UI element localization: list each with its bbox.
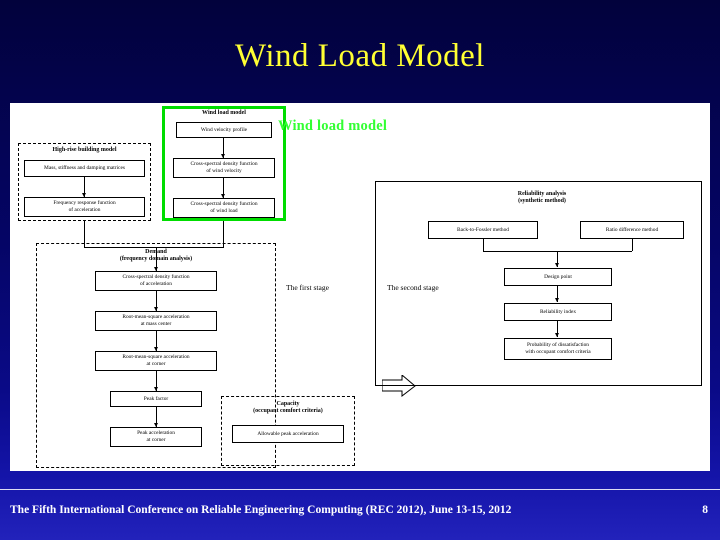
group-label-wind-load-model: Wind load model (202, 110, 246, 116)
box-peak-acceleration-corner: Peak acceleration at corner (110, 427, 202, 447)
figure-panel: Wind load model Wind velocity profile Cr… (10, 103, 710, 471)
box-cross-spectral-density-acceleration: Cross-spectral density function of accel… (95, 271, 217, 291)
group-high-rise-building-model (18, 143, 151, 221)
box-cross-spectral-density-wind-velocity: Cross-spectral density function of wind … (173, 158, 275, 178)
arrow-icon (555, 298, 559, 302)
arrow-icon (154, 267, 158, 271)
group-demand (36, 243, 276, 468)
box-ratio-difference-method: Ratio difference method (580, 221, 684, 239)
connector (483, 239, 484, 251)
box-frequency-response-acceleration: Frequency response function of accelerat… (24, 197, 145, 217)
stage-label-first: The first stage (286, 283, 329, 292)
footer-page-number: 8 (702, 504, 708, 516)
connector (156, 291, 157, 311)
connector (223, 221, 224, 247)
arrow-icon (154, 387, 158, 391)
group-label-high-rise-building-model: High-rise building model (52, 147, 117, 153)
arrow-icon (154, 347, 158, 351)
connector (223, 138, 224, 158)
connector (84, 247, 156, 248)
connector (557, 321, 558, 337)
box-rms-acceleration-mass-center: Root-mean-square acceleration at mass ce… (95, 311, 217, 331)
figure-callout-label: Wind load model (278, 118, 388, 134)
connector (84, 221, 85, 247)
arrow-icon (154, 423, 158, 427)
footer-conference-text: The Fifth International Conference on Re… (10, 504, 512, 516)
group-capacity (221, 396, 355, 466)
connector (156, 331, 157, 351)
arrow-icon (221, 194, 225, 198)
arrow-icon (82, 193, 86, 197)
connector (156, 371, 157, 391)
group-label-demand: Demand (frequency domain analysis) (119, 249, 193, 263)
group-wind-load-model (162, 106, 286, 221)
connector (223, 178, 224, 198)
arrow-icon (154, 307, 158, 311)
box-peak-factor: Peak factor (110, 391, 202, 407)
box-back-to-fossler-method: Back-to-Fossler method (428, 221, 538, 239)
connector (156, 407, 157, 427)
connector (557, 286, 558, 302)
connector (156, 247, 224, 248)
group-label-capacity: Capacity (occupant comfort criteria) (253, 401, 323, 415)
box-design-point: Design point (504, 268, 612, 286)
connector (557, 251, 558, 267)
footer-divider (0, 489, 720, 490)
group-reliability-analysis (375, 181, 702, 386)
box-reliability-index: Reliability index (504, 303, 612, 321)
box-rms-acceleration-corner: Root-mean-square acceleration at corner (95, 351, 217, 371)
group-label-reliability-analysis: Reliability analysis (synthetic method) (517, 191, 567, 205)
arrow-icon (221, 154, 225, 158)
box-cross-spectral-density-wind-load: Cross-spectral density function of wind … (173, 198, 275, 218)
box-mass-stiffness-damping: Mass, stiffness and damping matrices (24, 160, 145, 177)
box-allowable-peak-acceleration: Allowable peak acceleration (232, 425, 344, 443)
box-wind-velocity-profile: Wind velocity profile (176, 122, 272, 138)
box-probability-of-dissatisfaction: Probability of dissatisfaction with occu… (504, 338, 612, 360)
page-title: Wind Load Model (235, 38, 485, 74)
stage-label-second: The second stage (387, 283, 439, 292)
connector (632, 239, 633, 251)
arrow-icon (555, 263, 559, 267)
connector (156, 247, 157, 271)
arrow-icon (555, 333, 559, 337)
connector (84, 177, 85, 197)
